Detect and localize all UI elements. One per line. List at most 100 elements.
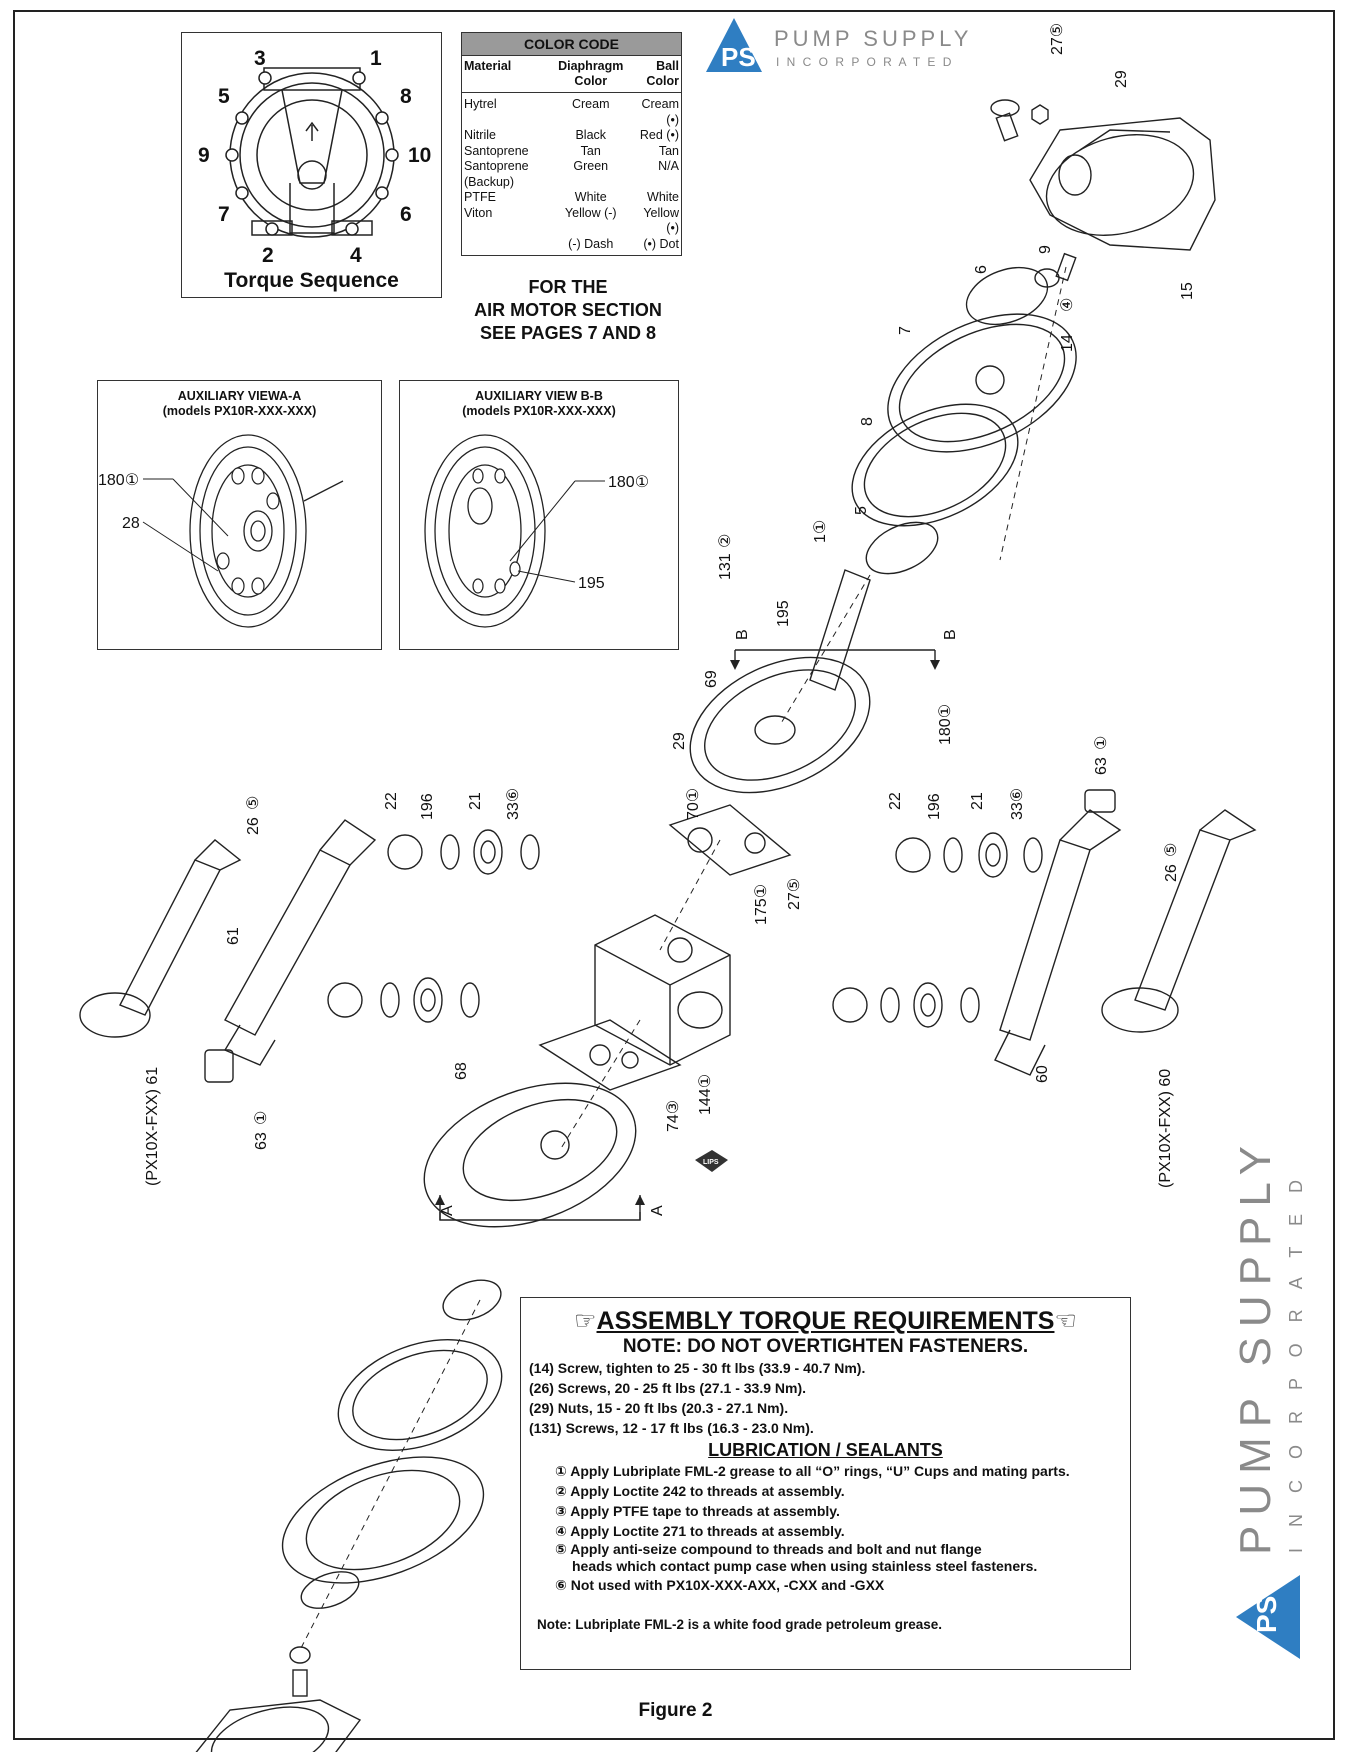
callout-60: 60 [1034,1065,1051,1083]
section-b-right: B [942,629,959,640]
side-logo-subtitle: I N C O R P O R A T E D [1286,1172,1306,1553]
callout-131: 131 [717,553,734,580]
callout-9: 9 [1037,245,1054,254]
callout-175: 175① [753,884,770,925]
aux-b-label-195: 195 [578,575,605,592]
callout-26a: 26 [245,817,262,835]
callout-144: 144① [697,1074,714,1115]
torque-number: 5 [218,85,230,108]
lubrication-line: ③ Apply PTFE tape to threads at assembly… [555,1503,840,1519]
callout-63b-note: ① [1093,736,1110,750]
callout-27b: 27⑤ [786,878,803,910]
callout-5: 5 [853,506,870,515]
torque-requirements-heading: ☞ASSEMBLY TORQUE REQUIREMENTS☜ [574,1307,1077,1335]
callout-14: 14 [1059,334,1076,352]
callout-70: 70① [685,788,702,820]
section-b-left: B [734,629,751,640]
aux-view-a-box: AUXILIARY VIEWA-A (models PX10R-XXX-XXX)… [97,380,382,650]
color-code-table: COLOR CODE Material Diaphragm Color Ball… [461,32,682,256]
callout-7: 7 [897,326,914,335]
side-logo-initials: PS [1251,1596,1282,1633]
callout-33b: 33⑥ [1009,788,1026,820]
aux-view-a-subtitle: (models PX10R-XXX-XXX) [162,404,317,418]
section-a-left: A [439,1205,456,1216]
logo-initials: PS [721,42,756,72]
aux-b-label-180: 180① [608,474,649,491]
aux-view-b-subtitle: (models PX10R-XXX-XXX) [462,404,616,418]
lubrication-heading: LUBRICATION / SEALANTS [708,1440,943,1460]
callout-61-fxx: (PX10X-FXX) 61 [144,1067,161,1186]
side-logo-name: PUMP SUPPLY [1231,1136,1280,1555]
section-a-right: A [649,1205,666,1216]
callout-195: 195 [775,600,792,627]
callout-29b: 29 [671,732,688,750]
color-code-header: Diaphragm Color [549,56,632,93]
pump-supply-side-logo: PUMP SUPPLY I N C O R P O R A T E D PS [1231,1136,1306,1659]
lubrication-line: heads which contact pump case when using… [572,1558,1038,1574]
callout-15: 15 [1179,282,1196,300]
logo-subtitle: I N C O R P O R A T E D [776,55,953,69]
callout-131-note: ② [717,534,734,548]
lips-badge: LIPS [695,1150,728,1172]
torque-number: 10 [408,144,431,167]
logo-name: PUMP SUPPLY [774,26,972,51]
torque-number: 3 [254,47,266,70]
lubrication-footnote: Note: Lubriplate FML-2 is a white food g… [537,1617,943,1632]
callout-63a-note: ① [253,1111,270,1125]
callout-22a: 22 [383,792,400,810]
callout-196a: 196 [419,793,436,820]
color-code-title: COLOR CODE [462,33,681,56]
lubrication-line: ⑥ Not used with PX10X-XXX-AXX, -CXX and … [555,1577,885,1593]
figure-caption: Figure 2 [638,1700,713,1721]
callout-22b: 22 [887,792,904,810]
callout-21a: 21 [467,792,484,810]
callout-14-note: ④ [1059,298,1076,312]
callout-68: 68 [453,1062,470,1080]
torque-sequence-box: 1 2 3 4 5 6 7 8 9 10 Torque Sequence [181,32,442,298]
torque-number: 7 [218,203,230,226]
torque-number: 8 [400,85,412,108]
callout-61: 61 [225,927,242,945]
aux-view-a-title: AUXILIARY VIEWA-A [177,389,302,403]
aux-view-a-drawing: 180① 28 [98,434,344,628]
color-code-header: Material [462,56,550,93]
callout-26b-note: ⑤ [1163,843,1180,857]
callout-21b: 21 [969,792,986,810]
aux-a-label-180: 180① [98,472,139,489]
callout-1: 1① [812,520,829,543]
lubrication-line: ② Apply Loctite 242 to threads at assemb… [555,1483,845,1499]
table-row: (-) Dash(•) Dot [568,236,679,251]
callout-69: 69 [703,670,720,688]
torque-line: (14) Screw, tighten to 25 - 30 ft lbs (3… [529,1360,866,1376]
aux-view-b-box: AUXILIARY VIEW B-B (models PX10R-XXX-XXX… [399,380,679,650]
pump-supply-logo: PS PUMP SUPPLY I N C O R P O R A T E D [706,18,972,72]
torque-number: 6 [400,203,412,226]
aux-view-b-title: AUXILIARY VIEW B-B [475,389,603,403]
lubrication-line: ⑤ Apply anti-seize compound to threads a… [555,1541,982,1557]
svg-text:LIPS: LIPS [703,1159,719,1166]
callout-196b: 196 [926,793,943,820]
callout-26b: 26 [1163,864,1180,882]
torque-sequence-diagram: 1 2 3 4 5 6 7 8 9 10 [198,47,431,263]
callout-180: 180① [937,704,954,745]
color-code-header: Ball Color [631,56,681,93]
lubrication-line: ④ Apply Loctite 271 to threads at assemb… [555,1523,845,1539]
lubrication-line: ① Apply Lubriplate FML-2 grease to all “… [555,1463,1070,1479]
callout-60-fxx: (PX10X-FXX) 60 [1157,1069,1174,1188]
torque-number: 9 [198,144,210,167]
callout-33a: 33⑥ [505,788,522,820]
torque-sequence-title: Torque Sequence [224,269,399,292]
torque-line: (29) Nuts, 15 - 20 ft lbs (20.3 - 27.1 N… [529,1400,789,1416]
callout-26a-note: ⑤ [245,796,262,810]
callout-6: 6 [973,265,990,274]
callout-63a: 63 [253,1132,270,1150]
callout-29: 29 [1113,70,1130,88]
torque-requirements-box: ☞ASSEMBLY TORQUE REQUIREMENTS☜ NOTE: DO … [520,1297,1131,1670]
torque-line: (131) Screws, 12 - 17 ft lbs (16.3 - 23.… [529,1420,814,1436]
